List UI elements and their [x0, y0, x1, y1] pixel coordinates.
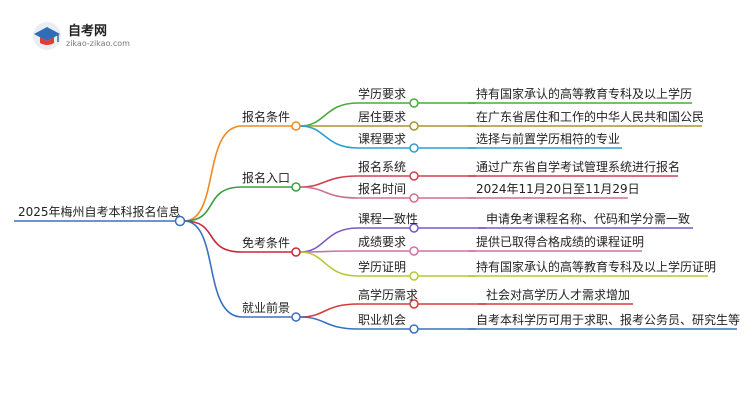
child-node-dot[interactable]	[409, 299, 419, 309]
root-node-dot[interactable]	[174, 215, 186, 227]
branch-connector	[183, 220, 243, 318]
child-label: 成绩要求	[358, 235, 407, 249]
branch-connector	[183, 220, 243, 253]
child-connector	[299, 186, 359, 199]
child-label: 报名系统	[358, 160, 407, 174]
child-node-dot[interactable]	[409, 246, 419, 256]
detail-label: 社会对高学历人才需求增加	[486, 288, 631, 302]
child-node-dot[interactable]	[409, 324, 419, 334]
detail-label: 2024年11月20日至11月29日	[476, 182, 640, 196]
graduation-cap-icon	[33, 22, 61, 50]
child-node-dot[interactable]	[409, 98, 419, 108]
child-node-dot[interactable]	[409, 171, 419, 181]
child-node-dot[interactable]	[409, 121, 419, 131]
child-label: 学历证明	[358, 260, 407, 274]
branch-label: 就业前景	[242, 301, 291, 315]
branch-node-dot[interactable]	[291, 182, 301, 192]
child-label: 高学历需求	[358, 288, 419, 302]
root-node-label: 2025年梅州自考本科报名信息	[18, 205, 181, 219]
branch-label: 报名条件	[242, 110, 291, 124]
branch-label: 报名入口	[242, 171, 291, 185]
child-connector	[299, 250, 359, 253]
detail-label: 通过广东省自学考试管理系统进行报名	[476, 160, 681, 174]
child-connector	[299, 125, 359, 149]
child-node-dot[interactable]	[409, 193, 419, 203]
logo-title: 自考网	[68, 24, 108, 39]
child-node-dot[interactable]	[409, 271, 419, 281]
child-connector	[299, 251, 359, 277]
detail-label: 提供已取得合格成绩的课程证明	[476, 235, 645, 249]
branch-node-dot[interactable]	[291, 121, 301, 131]
child-label: 居住要求	[358, 110, 407, 124]
child-connector	[299, 303, 359, 318]
branch-node-dot[interactable]	[291, 312, 301, 322]
child-label: 课程一致性	[358, 212, 419, 226]
child-label: 报名时间	[358, 182, 407, 196]
child-connector	[299, 102, 359, 127]
detail-label: 申请免考课程名称、代码和学分需一致	[486, 212, 691, 226]
child-connector	[299, 316, 359, 330]
site-logo[interactable]: 自考网 zikao-zikao.com	[30, 18, 140, 52]
detail-label: 自考本科学历可用于求职、报考公务员、研究生等	[476, 313, 741, 327]
detail-label: 持有国家承认的高等教育专科及以上学历证明	[476, 260, 717, 274]
child-connector	[299, 175, 359, 188]
child-node-dot[interactable]	[409, 143, 419, 153]
branch-connector	[183, 186, 243, 222]
detail-label: 选择与前置学历相符的专业	[476, 132, 621, 146]
branch-connector	[183, 125, 243, 222]
detail-label: 持有国家承认的高等教育专科及以上学历	[476, 87, 693, 101]
child-label: 职业机会	[358, 313, 407, 327]
logo-subtitle: zikao-zikao.com	[66, 39, 130, 48]
child-label: 学历要求	[358, 87, 407, 101]
detail-label: 在广东省居住和工作的中华人民共和国公民	[476, 110, 705, 124]
branch-node-dot[interactable]	[291, 247, 301, 257]
branch-label: 免考条件	[242, 236, 291, 250]
child-node-dot[interactable]	[409, 223, 419, 233]
child-connector	[299, 227, 359, 253]
child-label: 课程要求	[358, 132, 407, 146]
